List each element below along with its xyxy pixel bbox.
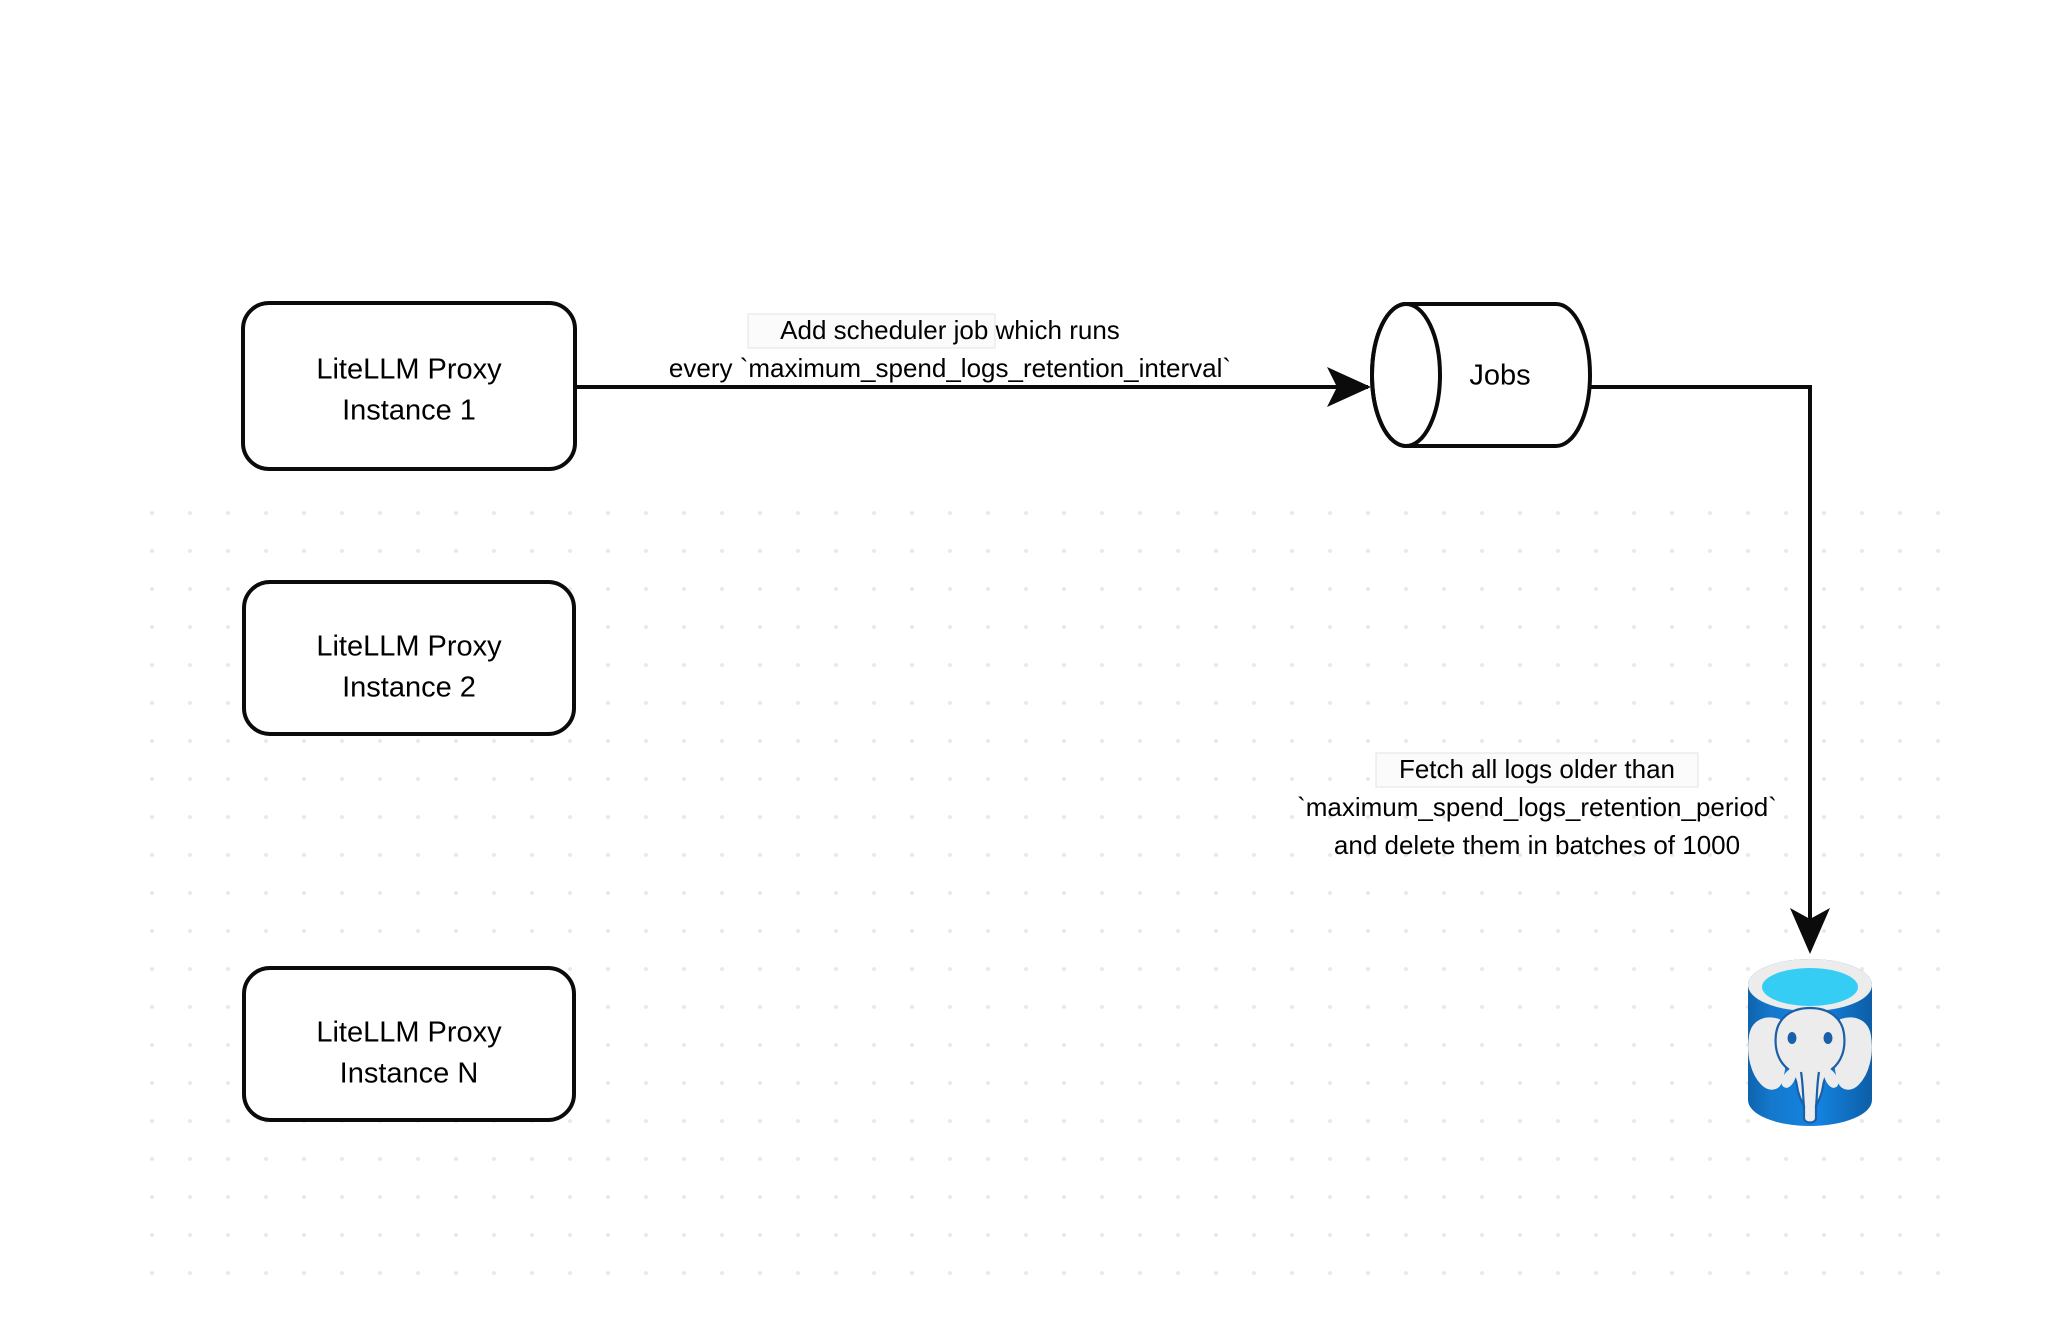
edge-cleanup-label-line1: Fetch all logs older than bbox=[1399, 754, 1675, 784]
node-jobs[interactable]: Jobs bbox=[1370, 302, 1592, 448]
edge-cleanup-label-highlight bbox=[1375, 752, 1699, 788]
jobs-cylinder-cap bbox=[1370, 302, 1442, 448]
postgres-top-surface bbox=[1762, 968, 1858, 1006]
instance-2-label-line2: Instance 2 bbox=[342, 672, 476, 704]
postgres-elephant-eye-left bbox=[1787, 1032, 1797, 1044]
node-instance-n[interactable]: LiteLLM Proxy Instance N bbox=[242, 966, 576, 1122]
edge-scheduler: Add scheduler job which runs every `maxi… bbox=[575, 313, 1371, 407]
instance-n-label-line2: Instance N bbox=[340, 1058, 479, 1090]
edge-cleanup-line bbox=[1588, 385, 1812, 935]
jobs-label: Jobs bbox=[1469, 360, 1530, 392]
instance-2-box[interactable] bbox=[242, 580, 576, 736]
edge-cleanup-arrowhead-icon bbox=[1790, 908, 1830, 954]
instance-n-label-line1: LiteLLM Proxy bbox=[316, 1017, 502, 1049]
postgres-elephant-icon bbox=[1748, 1006, 1872, 1124]
node-postgres[interactable] bbox=[1748, 959, 1872, 1126]
instance-n-box[interactable] bbox=[242, 966, 576, 1122]
instance-1-label-line1: LiteLLM Proxy bbox=[316, 354, 502, 386]
node-instance-1[interactable]: LiteLLM Proxy Instance 1 bbox=[241, 301, 577, 471]
node-instance-2[interactable]: LiteLLM Proxy Instance 2 bbox=[242, 580, 576, 736]
instance-1-label-line2: Instance 1 bbox=[342, 395, 476, 427]
instance-2-label-line1: LiteLLM Proxy bbox=[316, 631, 502, 663]
edge-cleanup-label-line2: `maximum_spend_logs_retention_period` bbox=[1297, 792, 1777, 822]
postgres-elephant-eye-right bbox=[1823, 1032, 1833, 1044]
edge-cleanup-label-line3: and delete them in batches of 1000 bbox=[1334, 830, 1740, 860]
edge-scheduler-arrowhead-icon bbox=[1327, 367, 1371, 407]
edge-scheduler-label-highlight bbox=[747, 313, 996, 349]
edge-scheduler-label-line1: Add scheduler job which runs bbox=[780, 315, 1120, 345]
instance-1-box[interactable] bbox=[241, 301, 577, 471]
edge-scheduler-label-line2: every `maximum_spend_logs_retention_inte… bbox=[669, 353, 1231, 383]
edge-cleanup: Fetch all logs older than `maximum_spend… bbox=[1297, 385, 1830, 954]
